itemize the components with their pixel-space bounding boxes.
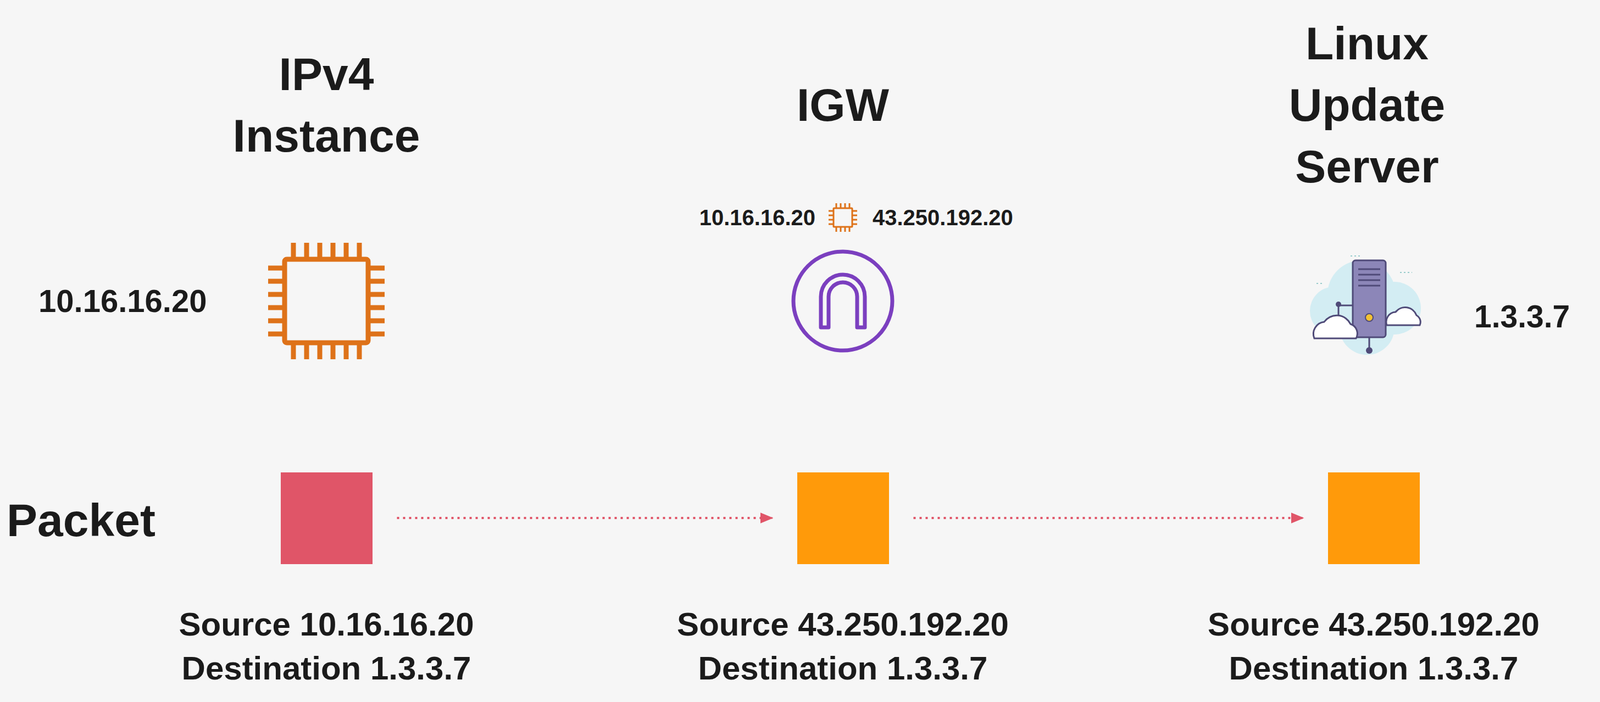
packet-address: Source 43.250.192.20	[676, 602, 1009, 647]
packet-caption: Source 10.16.16.20Destination 1.3.3.7	[178, 602, 474, 691]
private-ip: 10.16.16.20	[699, 203, 816, 232]
ip-address: 1.3.3.7	[1474, 297, 1570, 336]
server-icon	[1309, 256, 1421, 355]
flow-arrow	[397, 517, 773, 520]
column-heading: IPv4 Instance	[202, 43, 450, 167]
flow-arrow	[913, 517, 1304, 520]
packet-box: Source 43.250.192.20Destination 1.3.3.7	[797, 472, 890, 565]
ip-address: 10.16.16.20	[38, 281, 207, 321]
packet-box: Source 43.250.192.20Destination 1.3.3.7	[1328, 472, 1420, 565]
packet-caption: Source 43.250.192.20Destination 1.3.3.7	[1207, 602, 1540, 691]
public-ip: 43.250.192.20	[872, 203, 1014, 232]
packet-address: Destination 1.3.3.7	[1207, 646, 1540, 691]
igw-icon	[793, 251, 893, 351]
row-heading: Packet	[6, 492, 156, 548]
packet-address: Destination 1.3.3.7	[676, 646, 1009, 691]
column-heading: Linux Update Server	[1243, 12, 1491, 198]
packet-address: Destination 1.3.3.7	[178, 646, 474, 691]
column-heading: IGW	[719, 74, 967, 136]
packet-address: Source 43.250.192.20	[1207, 602, 1540, 647]
packet-caption: Source 43.250.192.20Destination 1.3.3.7	[676, 602, 1009, 691]
instance-icon	[268, 242, 385, 360]
mapping-chip-icon	[828, 203, 858, 232]
packet-address: Source 10.16.16.20	[178, 602, 474, 647]
packet-box: Source 10.16.16.20Destination 1.3.3.7	[280, 472, 373, 565]
